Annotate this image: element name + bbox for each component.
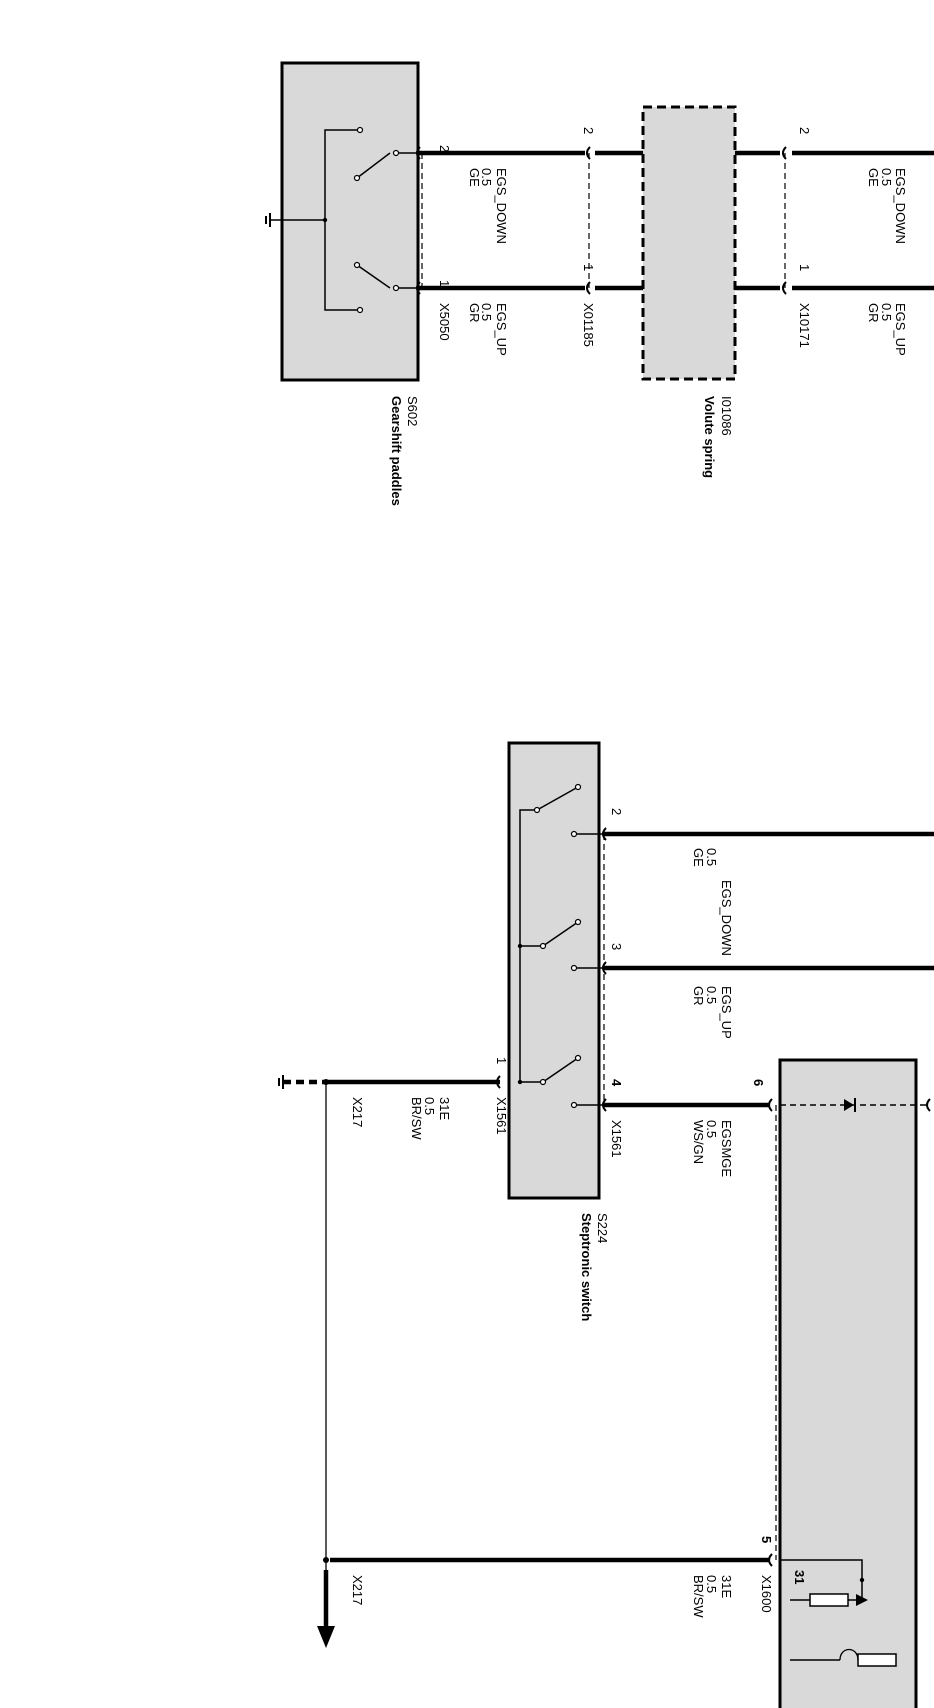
top-connector-hooks bbox=[416, 146, 787, 295]
wire-size: 0.5 bbox=[879, 168, 894, 186]
pin-label: 6 bbox=[751, 1079, 766, 1086]
wire-signal: 31E bbox=[437, 1097, 452, 1120]
connector-id: X10171 bbox=[797, 303, 812, 348]
component-name: Steptronic switch bbox=[579, 1213, 594, 1321]
wire-size: 0.5 bbox=[479, 303, 494, 321]
wire-signal: EGS_UP bbox=[893, 303, 908, 356]
diode-icon bbox=[844, 1098, 856, 1112]
wire-signal: EGS_DOWN bbox=[494, 168, 509, 244]
module-connector-hooks bbox=[768, 1098, 931, 1567]
wire-signal: EGS_UP bbox=[719, 986, 734, 1039]
wire-signal: EGS_DOWN bbox=[893, 168, 908, 244]
connector-id: X01185 bbox=[581, 303, 596, 347]
bottom-wires bbox=[330, 831, 934, 1563]
ground-icon bbox=[265, 213, 271, 227]
pin-label: 1 bbox=[797, 264, 812, 271]
wire-size: 0.5 bbox=[879, 303, 894, 321]
wire-color: GR bbox=[691, 986, 706, 1006]
wire-size: 0.5 bbox=[704, 1120, 719, 1138]
wire-size: 0.5 bbox=[704, 986, 719, 1004]
wire-size: 0.5 bbox=[704, 848, 719, 866]
wire-color: GE bbox=[691, 848, 706, 867]
connector-id: X5050 bbox=[437, 303, 452, 341]
connector-id: X1600 bbox=[759, 1575, 774, 1613]
component-id: I01086 bbox=[719, 396, 734, 436]
wire-color: GE bbox=[467, 168, 482, 187]
pin-label: 1 bbox=[581, 264, 596, 271]
resistor-icon bbox=[857, 1653, 897, 1667]
pin-label: 2 bbox=[437, 145, 452, 152]
component-name: Volute spring bbox=[702, 396, 717, 478]
pin-label: 2 bbox=[797, 127, 812, 134]
pin-label: 4 bbox=[609, 1079, 624, 1087]
pin-label: 31 bbox=[792, 1570, 807, 1584]
connector-id: X217 bbox=[350, 1575, 365, 1605]
component-id: S224 bbox=[595, 1213, 610, 1243]
pin-label: 2 bbox=[581, 127, 596, 134]
wire-color: GR bbox=[467, 303, 482, 323]
s602-component-box bbox=[280, 61, 420, 382]
wire-size: 0.5 bbox=[422, 1097, 437, 1115]
connector-id: X1561 bbox=[609, 1120, 624, 1158]
pin-label: 1 bbox=[494, 1057, 509, 1064]
top-wires bbox=[418, 150, 934, 291]
wire-signal: 31E bbox=[719, 1575, 734, 1598]
ground-icon bbox=[856, 1594, 868, 1606]
s224-component-box bbox=[507, 741, 601, 1200]
component-id: S602 bbox=[405, 396, 420, 426]
ground-icon bbox=[278, 1075, 284, 1089]
wire-color: WS/GN bbox=[691, 1120, 706, 1164]
wire-color: GR bbox=[866, 303, 881, 323]
top-connector-dashes bbox=[421, 153, 786, 288]
connector-id: X217 bbox=[350, 1097, 365, 1127]
wire-size: 0.5 bbox=[479, 168, 494, 186]
connector-id: X1561 bbox=[494, 1097, 509, 1135]
i01086-component-box bbox=[641, 105, 737, 381]
pin-label: 2 bbox=[609, 808, 624, 815]
pin-label: 3 bbox=[609, 943, 624, 950]
wire-color: BR/SW bbox=[409, 1097, 424, 1140]
resistor-icon bbox=[809, 1593, 849, 1607]
wire-signal: EGS_DOWN bbox=[719, 880, 734, 956]
pin-label: 5 bbox=[759, 1536, 774, 1543]
wire-size: 0.5 bbox=[704, 1575, 719, 1593]
wire-signal: EGS_UP bbox=[494, 303, 509, 356]
pin-label: 1 bbox=[437, 280, 452, 287]
control-module-box bbox=[778, 1058, 918, 1708]
wire-signal: EGSMGE bbox=[719, 1120, 734, 1177]
arrow-down-icon bbox=[317, 1570, 335, 1648]
wire-color: GE bbox=[866, 168, 881, 187]
wire-color: BR/SW bbox=[691, 1575, 706, 1618]
component-name: Gearshift paddles bbox=[389, 396, 404, 506]
